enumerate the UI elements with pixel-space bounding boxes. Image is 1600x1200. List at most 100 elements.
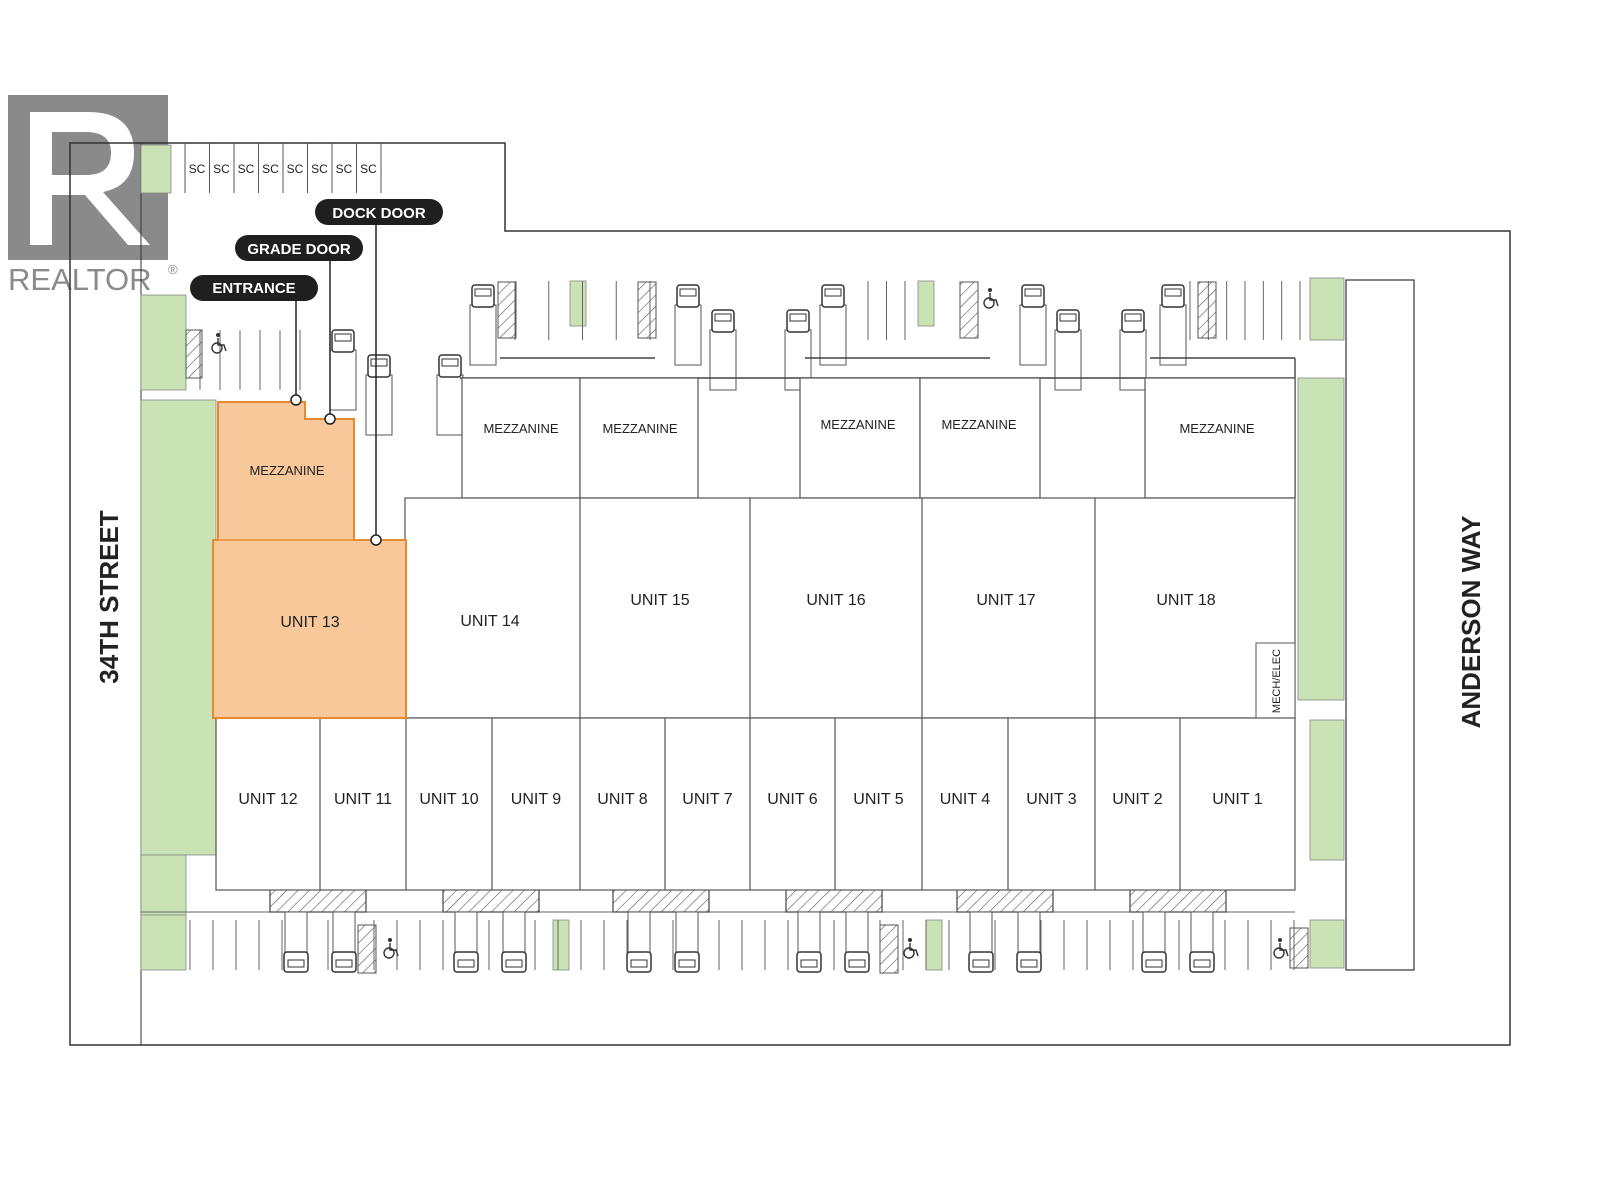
hatched-pad — [1289, 927, 1309, 969]
loading-bay — [365, 374, 393, 436]
truck-windshield — [630, 959, 648, 968]
mezzanine-labels: MEZZANINE MEZZANINE MEZZANINE MEZZANINE … — [483, 417, 1254, 436]
entrance-leader — [295, 286, 315, 400]
truck-trailer — [675, 911, 699, 957]
unit-13-shape — [212, 401, 407, 719]
mech-elec-room — [1255, 642, 1296, 719]
wheelchair-icon — [211, 333, 227, 354]
unit-label: UNIT 15 — [630, 592, 689, 609]
loading-bay — [1019, 304, 1047, 366]
truck-windshield — [457, 959, 475, 968]
realtor-r-mark — [30, 112, 150, 245]
unit-label: UNIT 14 — [460, 613, 519, 630]
unit-label: UNIT 16 — [806, 592, 865, 609]
landscape-strip — [140, 144, 172, 194]
unit-13-label: UNIT 13 — [280, 614, 339, 631]
sc-stall-label: SC — [238, 162, 255, 176]
mezzanine-label: MEZZANINE — [1179, 421, 1254, 436]
unit-label: UNIT 1 — [1212, 791, 1262, 808]
grade-door-label: GRADE DOOR — [247, 241, 351, 258]
unit-label: UNIT 18 — [1156, 592, 1215, 609]
hatched-pad — [497, 281, 517, 339]
grade-door-pill — [235, 235, 363, 261]
callout-entrance: ENTRANCE — [190, 275, 318, 301]
unit-label: UNIT 12 — [238, 791, 297, 808]
hatched-pad — [959, 281, 979, 339]
realtor-registered-mark: ® — [168, 262, 178, 277]
sc-stall-label: SC — [189, 162, 206, 176]
truck-windshield — [972, 959, 990, 968]
unit-label: UNIT 10 — [419, 791, 478, 808]
truck-windshield — [1024, 288, 1042, 297]
truck-windshield — [334, 333, 352, 342]
callout-markers — [290, 394, 382, 546]
truck-trailer — [797, 911, 821, 957]
truck-windshield — [714, 313, 732, 322]
hatched-pad — [879, 924, 899, 974]
sc-stall-label: SC — [311, 162, 328, 176]
truck-trailer — [502, 911, 526, 957]
mezzanine-label: MEZZANINE — [820, 417, 895, 432]
unit-label: UNIT 5 — [853, 791, 903, 808]
wheelchair-icon — [1273, 938, 1289, 959]
mech-elec-label: MECH/ELEC — [1271, 649, 1283, 713]
grade-door-marker — [324, 413, 336, 425]
truck-trailer — [845, 911, 869, 957]
hatched-pad — [637, 281, 657, 339]
truck-trailer — [627, 911, 651, 957]
unit-label: UNIT 4 — [940, 791, 990, 808]
accessible-parking-icons — [211, 288, 1289, 959]
loading-bay — [1119, 329, 1147, 391]
entrance-label: ENTRANCE — [212, 280, 295, 297]
unit-13-mezzanine-label: MEZZANINE — [249, 463, 324, 478]
back-units-outline — [404, 497, 1296, 719]
unit-label: UNIT 9 — [511, 791, 561, 808]
hatched-pad — [185, 329, 203, 379]
hatched-pad — [1197, 281, 1217, 339]
landscape-strip — [140, 399, 217, 856]
landscape-strip — [1309, 919, 1345, 969]
landscape-strip — [140, 294, 187, 391]
landscape-strip — [552, 919, 570, 971]
dock-door-marker — [370, 534, 382, 546]
truck-trailer — [1190, 911, 1214, 957]
mezzanine-label: MEZZANINE — [483, 421, 558, 436]
truck-windshield — [824, 288, 842, 297]
sc-stall-label: SC — [287, 162, 304, 176]
sc-stall-label: SC — [213, 162, 230, 176]
callout-grade-door: GRADE DOOR — [235, 235, 363, 261]
mezzanine-label: MEZZANINE — [602, 421, 677, 436]
loading-bay — [709, 329, 737, 391]
sc-stall-label: SC — [360, 162, 377, 176]
truck-trailer — [454, 911, 478, 957]
landscape-strip — [1297, 377, 1345, 701]
landscape-strip — [1309, 277, 1345, 341]
mezzanine-room — [579, 377, 699, 499]
unit-label: UNIT 7 — [682, 791, 732, 808]
truck-trailer — [969, 911, 993, 957]
truck-windshield — [679, 288, 697, 297]
loading-bay — [1054, 329, 1082, 391]
unit-label: UNIT 11 — [334, 791, 392, 808]
truck-windshield — [800, 959, 818, 968]
landscape-strip — [140, 854, 187, 916]
entrance-pill — [190, 275, 318, 301]
truck-trailer — [1017, 911, 1041, 957]
mezzanine-room — [799, 377, 921, 499]
unit-label: UNIT 6 — [767, 791, 817, 808]
hatched-pad — [357, 924, 377, 974]
unit-13-highlight — [212, 401, 407, 719]
street-name-34th: 34TH STREET — [94, 510, 124, 683]
truck-windshield — [441, 358, 459, 367]
callout-dock-door: DOCK DOOR — [315, 199, 443, 225]
truck-trailer — [284, 911, 308, 957]
front-units-outline — [215, 717, 1296, 891]
wheelchair-icon — [903, 938, 919, 959]
truck-windshield — [1164, 288, 1182, 297]
truck-trailer — [1142, 911, 1166, 957]
unit-label: UNIT 8 — [597, 791, 647, 808]
mezzanine-room — [1144, 377, 1296, 499]
unit-label: UNIT 17 — [976, 592, 1035, 609]
